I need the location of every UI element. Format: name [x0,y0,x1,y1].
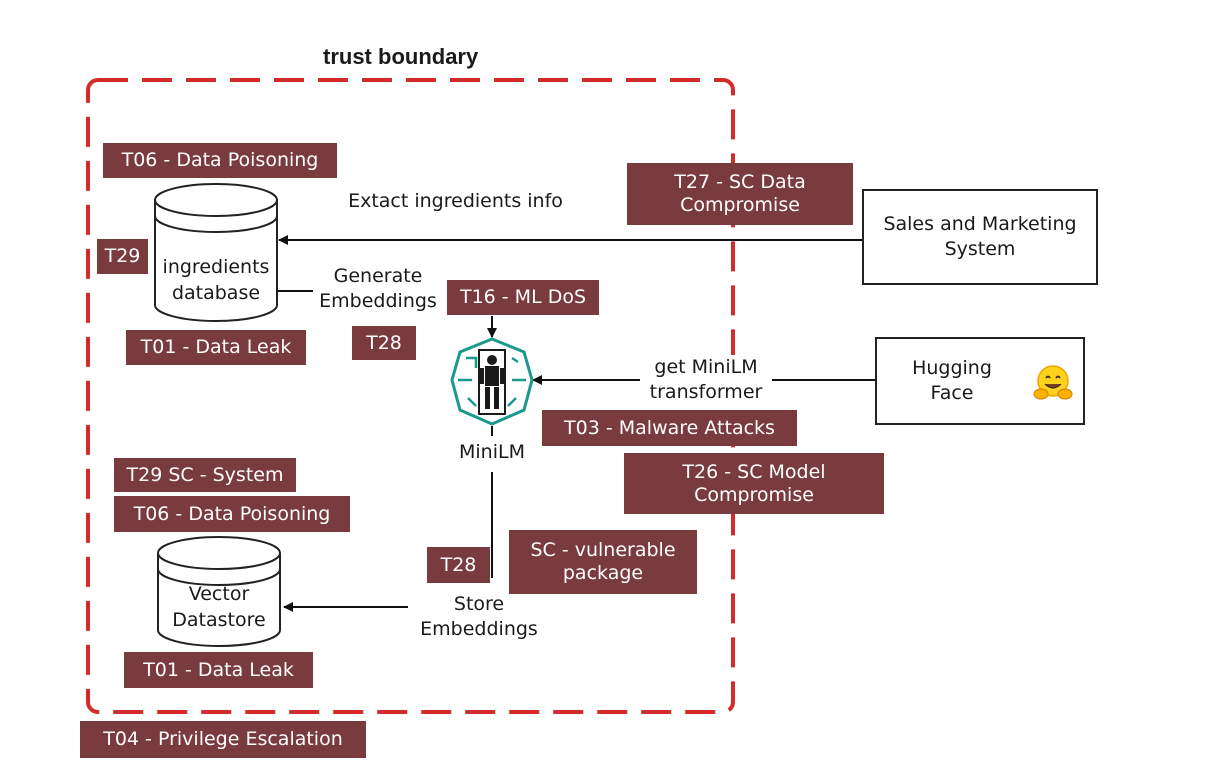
store-embeddings-label: Store Embeddings [408,592,550,642]
threat-t01-top: T01 - Data Leak [126,330,306,365]
vector-datastore-cylinder [157,536,281,647]
threat-t04: T04 - Privilege Escalation [80,721,366,758]
threat-t29-top: T29 [97,239,148,274]
ingredients-database-label: ingredients database [162,256,270,304]
threat-t16: T16 - ML DoS [447,280,599,315]
robot-icon [450,337,534,426]
threat-sc-vulnerable: SC - vulnerable package [509,530,697,594]
threat-t01-bottom: T01 - Data Leak [124,652,313,688]
trust-boundary-title: trust boundary [323,44,479,69]
threat-t06-top: T06 - Data Poisoning [103,143,337,178]
threat-t28-top: T28 [352,326,416,360]
threat-t28-bottom: T28 [427,547,490,583]
ingredients-database-cylinder [154,183,278,322]
get-minilm-transformer-label: get MiniLM transformer [640,355,772,405]
threat-t29-sc: T29 SC - System [114,458,296,492]
hugging-face-box: Hugging Face [875,337,1085,425]
threat-t26: T26 - SC Model Compromise [624,453,884,514]
threat-t06-bottom: T06 - Data Poisoning [114,496,350,532]
minilm-label: MiniLM [459,441,525,463]
threat-t03: T03 - Malware Attacks [542,410,797,446]
generate-embeddings-label: Generate Embeddings [313,264,443,314]
hugging-face-label: Hugging Face [912,357,992,404]
extract-ingredients-label: Extact ingredients info [338,189,573,214]
hugging-face-emoji-icon [1033,365,1073,400]
vector-datastore-label: Vector Datastore [172,583,266,631]
sales-marketing-system-box: Sales and Marketing System [862,189,1098,285]
threat-t27: T27 - SC Data Compromise [627,163,853,225]
